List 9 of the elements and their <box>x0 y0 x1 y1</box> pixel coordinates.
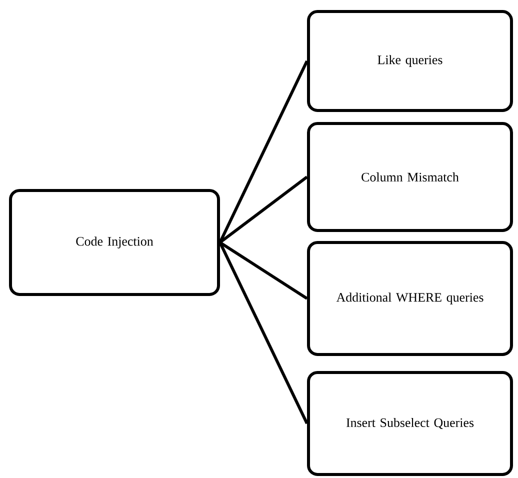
process-box: Code Injection <box>9 188 220 296</box>
connector-line <box>219 241 308 300</box>
process-box: Insert Subselect Queries <box>307 370 513 476</box>
process-box: Column Mismatch <box>307 122 513 232</box>
connector-line <box>219 176 308 244</box>
process-box: Like queries <box>307 10 513 112</box>
connector-line <box>218 242 308 424</box>
connector-line <box>218 60 308 244</box>
process-box: Additional WHERE queries <box>307 240 513 356</box>
